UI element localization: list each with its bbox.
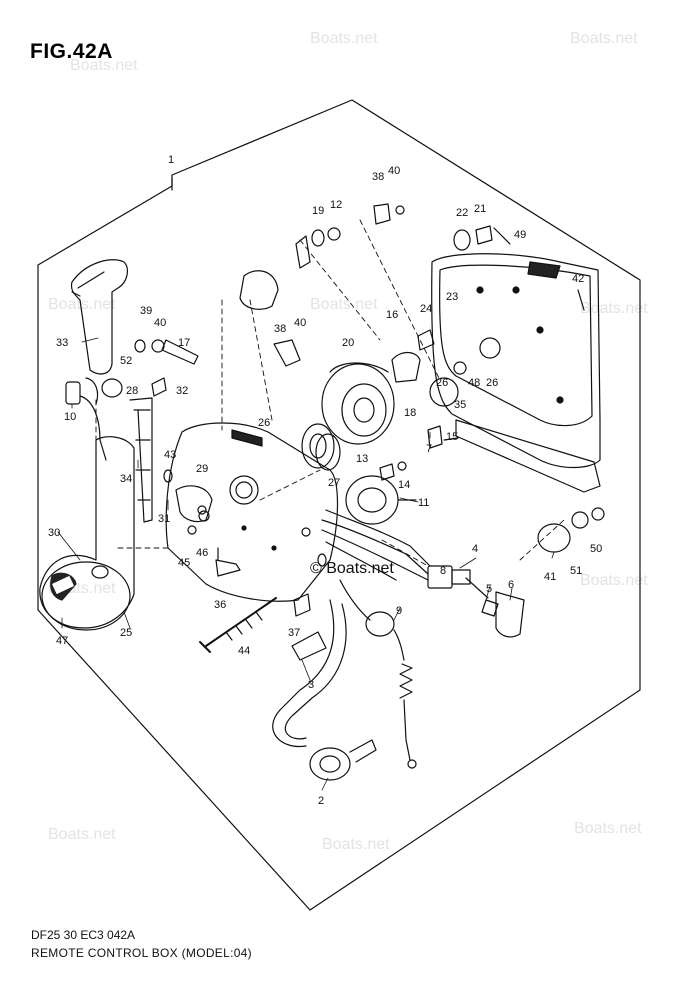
hardware [101, 203, 605, 567]
watermark: Boats.net [70, 57, 138, 74]
arm-cover [39, 436, 135, 631]
long-bolt [199, 597, 277, 653]
callout-labels: 1 2 3 4 5 6 7 8 9 10 11 12 13 14 15 16 1… [48, 154, 602, 807]
gear-plate [175, 485, 213, 523]
callout: 35 [454, 399, 466, 411]
callout: 46 [196, 547, 208, 559]
callout: 27 [328, 477, 340, 489]
callout: 11 [418, 497, 429, 509]
callout: 45 [178, 557, 190, 569]
callout: 4 [472, 543, 478, 555]
callout: 5 [486, 583, 492, 595]
callout: 3 [308, 679, 314, 691]
callout: 10 [64, 411, 76, 423]
callout: 32 [176, 385, 188, 397]
callout: 1 [168, 154, 174, 166]
callout: 49 [514, 229, 526, 241]
leader-lines [57, 337, 555, 791]
key-switch [427, 565, 525, 638]
callout: 8 [440, 565, 446, 577]
callout: 40 [388, 165, 400, 177]
callout: 12 [330, 199, 342, 211]
callout: 44 [238, 645, 250, 657]
callout: 20 [342, 337, 354, 349]
watermark: © Boats.net [308, 560, 396, 578]
callout: 36 [214, 599, 226, 611]
callout: 50 [590, 543, 602, 555]
figure-title: FIG.42A [30, 40, 113, 63]
callout: 48 [468, 377, 480, 389]
callout: 31 [158, 513, 170, 525]
callout: 43 [164, 449, 176, 461]
callout: 21 [474, 203, 486, 215]
callout: 9 [396, 605, 402, 617]
callout: 2 [318, 795, 324, 807]
callout: 7 [426, 443, 432, 455]
bracket [215, 547, 241, 577]
callout: 18 [404, 407, 416, 419]
callout: 52 [120, 355, 132, 367]
watermark: Boats.net [580, 572, 648, 589]
watermark: Boats.net [570, 30, 638, 47]
callout: 13 [356, 453, 368, 465]
trim-switch [65, 377, 107, 461]
callout: 41 [544, 571, 556, 583]
callout: 22 [456, 207, 468, 219]
kit-outline [37, 99, 641, 911]
side-cover [431, 253, 601, 493]
watermark: Boats.net [574, 820, 642, 837]
callout: 34 [120, 473, 132, 485]
callout: 47 [56, 635, 68, 647]
link-rod [129, 397, 153, 523]
warning-buzzer [345, 475, 417, 525]
watermark: Boats.net [322, 836, 390, 853]
clip [291, 593, 327, 661]
watermark: Boats.net [580, 300, 648, 317]
callout: 17 [178, 337, 190, 349]
callout: 26 [436, 377, 448, 389]
callout: 39 [140, 305, 152, 317]
watermark: Boats.net [48, 826, 116, 843]
callout: 25 [120, 627, 132, 639]
plate [315, 433, 341, 471]
assembly-guides [95, 219, 565, 567]
neutral-switch-lead [339, 579, 417, 769]
control-housing [165, 422, 339, 602]
callout: 19 [312, 205, 324, 217]
callout: 28 [126, 385, 138, 397]
callout: 37 [288, 627, 300, 639]
callout: 40 [294, 317, 306, 329]
callout: 40 [154, 317, 166, 329]
callout: 26 [258, 417, 270, 429]
figure-caption: REMOTE CONTROL BOX (MODEL:04) [31, 946, 252, 960]
callout: 51 [570, 565, 582, 577]
callout: 38 [274, 323, 286, 335]
friction-plate [301, 423, 335, 469]
callout: 42 [572, 273, 584, 285]
callout: 16 [386, 309, 398, 321]
callout: 29 [196, 463, 208, 475]
callout: 33 [56, 337, 68, 349]
callout: 24 [420, 303, 432, 315]
callout: 30 [48, 527, 60, 539]
trim-harness [272, 599, 377, 781]
shift-cam [321, 362, 395, 445]
callout: 14 [398, 479, 410, 491]
watermark: Boats.net [48, 296, 116, 313]
wiring-harness [321, 509, 431, 581]
callout: 15 [446, 431, 458, 443]
watermark: Boats.net [310, 30, 378, 47]
callout: 26 [486, 377, 498, 389]
callout: 6 [508, 579, 514, 591]
control-lever [70, 259, 128, 375]
figure-code: DF25 30 EC3 042A [31, 928, 136, 942]
watermark: Boats.net [310, 296, 378, 313]
callout: 38 [372, 171, 384, 183]
callout: 23 [446, 291, 458, 303]
